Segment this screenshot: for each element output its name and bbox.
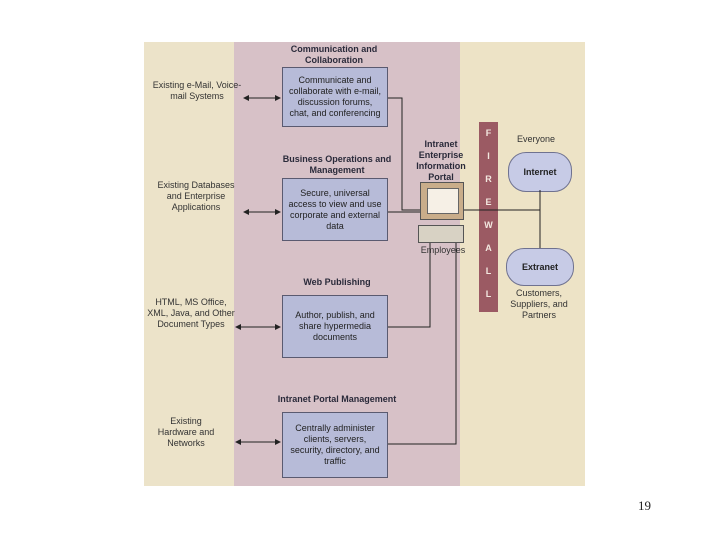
- firewall-letter: W: [484, 220, 493, 230]
- everyone-label: Everyone: [516, 134, 556, 144]
- box-secure-access: Secure, universal access to view and use…: [282, 178, 388, 241]
- section-title-portal-management: Intranet Portal Management: [277, 394, 397, 404]
- diagram-photo: Existing e-Mail, Voice-mail Systems Exis…: [144, 42, 585, 486]
- source-hardware: Existing Hardware and Networks: [157, 416, 215, 448]
- firewall-letter: I: [487, 151, 490, 161]
- section-title-business: Business Operations and Management: [282, 154, 392, 175]
- employees-label: Employees: [420, 245, 466, 255]
- firewall-letter: E: [485, 197, 492, 207]
- firewall-letter: A: [485, 243, 492, 253]
- keyboard-icon: [418, 225, 464, 243]
- firewall-letter: L: [485, 289, 492, 299]
- section-title-communication: Communication and Collaboration: [290, 44, 378, 65]
- source-databases: Existing Databases and Enterprise Applic…: [157, 180, 235, 212]
- page-number: 19: [638, 498, 651, 513]
- partners-label: Customers, Suppliers, and Partners: [510, 288, 568, 320]
- section-title-web-publishing: Web Publishing: [303, 277, 371, 287]
- source-email: Existing e-Mail, Voice-mail Systems: [152, 80, 242, 101]
- source-documents: HTML, MS Office, XML, Java, and Other Do…: [147, 297, 235, 329]
- extranet-cloud: Extranet: [506, 248, 574, 286]
- internet-cloud: Internet: [508, 152, 572, 192]
- connector-lines: [235, 95, 541, 445]
- box-administer: Centrally administer clients, servers, s…: [282, 412, 388, 478]
- sources-band: [144, 42, 234, 486]
- box-communicate: Communicate and collaborate with e-mail,…: [282, 67, 388, 127]
- firewall-letter: F: [485, 128, 492, 138]
- portal-label: Intranet Enterprise Information Portal: [416, 139, 466, 182]
- firewall-bar: F I R E W A L L: [479, 122, 498, 312]
- firewall-letter: R: [485, 174, 492, 184]
- firewall-letter: L: [485, 266, 492, 276]
- box-author-publish: Author, publish, and share hypermedia do…: [282, 295, 388, 358]
- monitor-icon: [420, 182, 464, 220]
